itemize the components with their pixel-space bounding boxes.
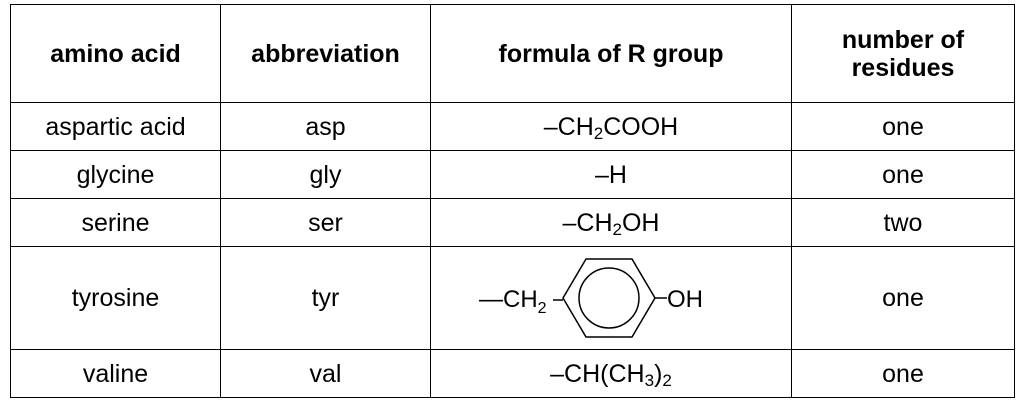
header-number-of-residues: number of residues xyxy=(791,4,1015,103)
structure-oh-label: OH xyxy=(667,286,703,313)
table-row: glycine gly –H one xyxy=(10,150,1015,199)
cell-amino-acid: aspartic acid xyxy=(10,102,221,151)
cell-formula: –CH(CH3)2 xyxy=(430,349,792,398)
cell-abbreviation: ser xyxy=(220,198,431,247)
formula-tail: OH xyxy=(621,208,660,237)
formula-subscript-2: 2 xyxy=(662,370,672,390)
cell-abbreviation: val xyxy=(220,349,431,398)
cell-abbreviation: asp xyxy=(220,102,431,151)
formula-subscript: 3 xyxy=(644,370,655,390)
benzene-ring-circle xyxy=(578,267,640,329)
table-row: valine val –CH(CH3)2 one xyxy=(10,349,1015,398)
cell-amino-acid: tyrosine xyxy=(10,246,221,350)
formula-main: –CH(CH xyxy=(550,359,645,388)
formula-subscript: 2 xyxy=(593,123,604,143)
cell-abbreviation: tyr xyxy=(220,246,431,350)
table-row: serine ser –CH2OH two xyxy=(10,198,1015,247)
cell-residues: one xyxy=(791,246,1015,350)
formula-tail: ) xyxy=(654,359,663,388)
cell-amino-acid: glycine xyxy=(10,150,221,199)
cell-formula: –H xyxy=(430,150,792,199)
benzene-ring-hexagon xyxy=(562,258,656,338)
formula-main: –H xyxy=(595,160,627,189)
header-formula: formula of R group xyxy=(430,4,792,103)
header-residues-line1: number of xyxy=(841,25,965,54)
table-row: tyrosine tyr —CH2 OH one xyxy=(10,246,1015,350)
cell-residues: one xyxy=(791,150,1015,199)
formula-subscript: 2 xyxy=(612,219,622,239)
cell-formula: –CH2COOH xyxy=(430,102,792,151)
structure-ch2-label: —CH2 xyxy=(479,286,547,317)
cell-residues: one xyxy=(791,102,1015,151)
cell-amino-acid: serine xyxy=(10,198,221,247)
formula-tail: COOH xyxy=(603,112,679,141)
cell-residues: one xyxy=(791,349,1015,398)
header-residues-line2: residues xyxy=(851,53,955,82)
formula-main: –CH xyxy=(543,112,594,141)
tyrosine-structure-diagram: —CH2 OH xyxy=(479,258,703,338)
cell-residues: two xyxy=(791,198,1015,247)
cell-formula: –CH2OH xyxy=(430,198,792,247)
table-row: aspartic acid asp –CH2COOH one xyxy=(10,102,1015,151)
header-abbreviation: abbreviation xyxy=(220,4,431,103)
cell-abbreviation: gly xyxy=(220,150,431,199)
cell-amino-acid: valine xyxy=(10,349,221,398)
amino-acid-table: amino acid abbreviation formula of R gro… xyxy=(10,4,1015,398)
formula-main: –CH xyxy=(562,208,613,237)
header-amino-acid: amino acid xyxy=(10,4,221,103)
cell-formula: —CH2 OH xyxy=(430,246,792,350)
header-row: amino acid abbreviation formula of R gro… xyxy=(10,4,1015,103)
